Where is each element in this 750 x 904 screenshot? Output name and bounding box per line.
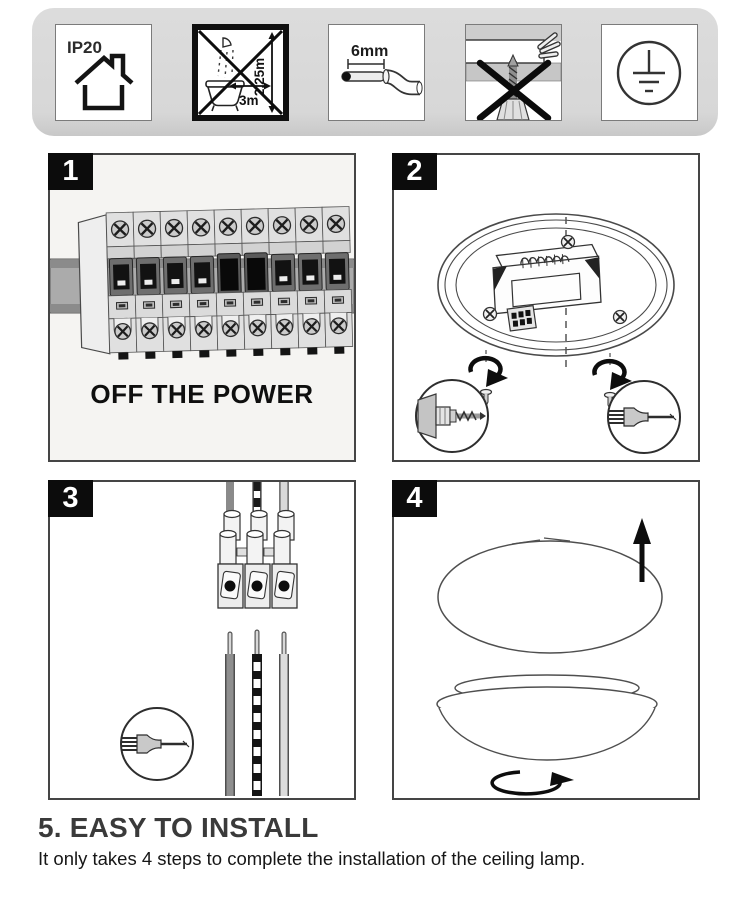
wiring-illustration [120,482,298,796]
no-bathroom-graphic: 2,25m 3m [197,29,283,115]
circuit-breaker-illustration [50,205,354,362]
step-4-panel: 4 [392,480,700,800]
earth-symbol-graphic [616,40,682,105]
step-3-panel: 3 [48,480,356,800]
prohibition-cross [476,59,551,120]
safety-icon-band: IP20 [32,8,718,136]
no-bathroom-zone-icon: 2,25m 3m [191,23,289,121]
strip-length-label: 6mm [351,43,388,60]
screwdriver-detail-circle [120,707,194,781]
width-dimension-label: 3m [239,93,259,108]
terminal-unit [244,509,271,609]
terminal-unit [271,509,298,609]
step-2-panel: 2 [392,153,700,462]
easy-to-install-subtext: It only takes 4 steps to complete the in… [38,848,586,869]
breaker-row [77,205,354,362]
step-number-badge: 1 [48,153,93,190]
screwdriver-icon [121,734,190,754]
step-number-badge: 4 [392,480,437,517]
rotate-arrow [490,770,574,796]
screwdriver-icon [608,407,677,427]
step-number-badge: 2 [392,153,437,190]
step-number-badge: 3 [48,480,93,517]
width-dimension-arrow [228,82,271,89]
ceiling-cable [465,31,561,64]
earth-ground-icon [601,23,698,121]
incoming-wires [226,482,289,514]
ip20-label: IP20 [67,38,102,57]
lamp-cover-illustration [436,518,663,796]
terminal-unit [217,509,244,609]
screwdriver-detail-circle [607,380,681,454]
assembled-lamp-side-view [436,674,658,761]
house-outline [74,53,134,110]
led-driver-box [492,243,602,332]
no-drilling-into-cable-icon [464,23,562,121]
tighten-arrow-left [468,350,508,408]
stripped-wire [341,68,423,95]
ip20-house-graphic: IP20 [67,38,134,110]
no-drilling-graphic [465,24,561,120]
step-1-panel: 1 [48,153,356,462]
wall-anchor-detail-circle [415,379,489,453]
base-plate-illustration [415,213,681,454]
lift-arrow [633,518,651,582]
measure-bracket [347,58,385,69]
lamp-cover [437,537,663,654]
ip20-house-icon: IP20 [55,23,152,121]
wire-strip-length-icon: 6mm [328,23,425,121]
wire-strip-graphic: 6mm [341,43,423,95]
prohibition-cross [197,29,283,115]
ground-symbol [616,40,682,105]
plate-screws [482,234,628,325]
step-1-caption: OFF THE POWER [90,379,314,409]
easy-to-install-heading: 5. EASY TO INSTALL [38,812,319,843]
stripped-supply-wires [225,629,289,796]
terminal-block [217,509,298,609]
